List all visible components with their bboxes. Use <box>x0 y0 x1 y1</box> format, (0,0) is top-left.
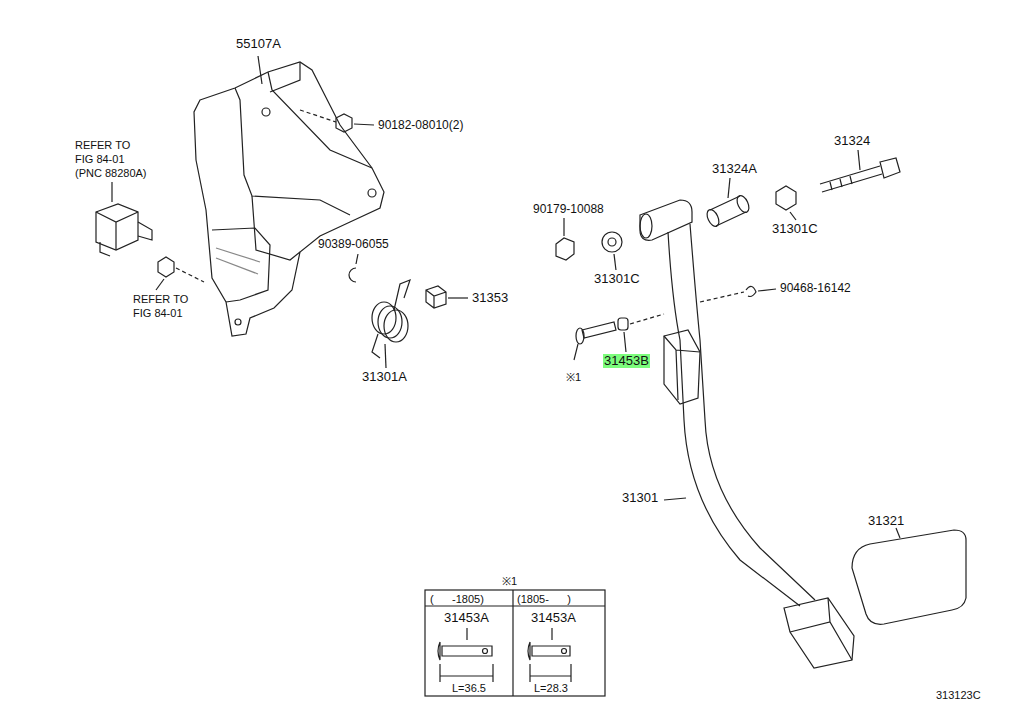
callout-number: 55107A <box>236 37 281 51</box>
variant-table <box>425 590 605 696</box>
callout-number: 31453A <box>444 611 489 625</box>
hex-nut <box>158 257 174 277</box>
leader-line <box>356 254 358 264</box>
clip <box>349 268 356 282</box>
collar <box>776 186 796 210</box>
callout-number: 31301A <box>362 370 407 384</box>
callout-number: 90179-10088 <box>533 202 604 216</box>
leader-line <box>385 344 386 368</box>
flange-nut <box>336 114 352 132</box>
leader-line <box>156 279 164 290</box>
callout-number: L=36.5 <box>452 681 486 695</box>
bushing <box>618 318 628 330</box>
callout-number: 313123C <box>936 688 981 702</box>
leader-line <box>728 178 730 198</box>
callout-number: 31453A <box>531 611 576 625</box>
leader-line <box>448 297 468 298</box>
leader-line <box>354 124 374 125</box>
leader-line <box>614 254 616 270</box>
leader-line <box>758 289 776 291</box>
pedal-pad <box>852 530 966 624</box>
collar <box>602 232 622 252</box>
clip <box>746 286 756 296</box>
callout-number: 90468-16142 <box>780 281 851 295</box>
leader-line <box>858 150 860 170</box>
leader-line <box>664 498 686 500</box>
callout-number: 31353 <box>472 291 508 305</box>
switch-sensor <box>96 204 152 256</box>
callout-number: 31321 <box>868 514 904 528</box>
leader-line <box>624 332 626 352</box>
pipe <box>705 194 752 229</box>
callout-number: ※1 <box>502 574 517 588</box>
flange-nut <box>556 238 574 260</box>
callout-number: L=28.3 <box>534 681 568 695</box>
callout-number: FIG 84-01 <box>133 306 183 320</box>
callout-number: ※1 <box>566 370 581 384</box>
callout-number: REFER TO <box>133 292 188 306</box>
callout-number: 31453B <box>603 354 650 368</box>
return-spring <box>372 280 410 358</box>
callout-number: (1805- ) <box>517 592 571 606</box>
leader-line <box>300 110 336 122</box>
leader-line <box>630 314 664 324</box>
callout-number: 90182-08010(2) <box>378 118 463 132</box>
callout-number: (PNC 88280A) <box>75 166 147 180</box>
callout-number: 31324A <box>712 162 757 176</box>
callout-number: 31301 <box>622 491 658 505</box>
callout-number: 31324 <box>834 134 870 148</box>
callout-number: REFER TO <box>75 138 130 152</box>
leader-line <box>896 528 900 538</box>
clutch-pedal <box>640 200 854 668</box>
leader-line <box>790 212 796 220</box>
leader-line <box>258 56 262 84</box>
leader-line <box>176 268 204 282</box>
bolt <box>820 158 900 192</box>
callout-number: ( -1805) <box>430 592 484 606</box>
leader-line <box>563 218 564 236</box>
cushion <box>426 286 446 308</box>
callout-number: FIG 84-01 <box>75 152 125 166</box>
leader-line <box>111 182 112 202</box>
callout-number: 90389-06055 <box>318 237 389 251</box>
pedal-bracket <box>194 62 384 336</box>
leader-line <box>700 292 744 302</box>
callout-number: 31301C <box>594 272 640 286</box>
callout-number: 31301C <box>772 222 818 236</box>
